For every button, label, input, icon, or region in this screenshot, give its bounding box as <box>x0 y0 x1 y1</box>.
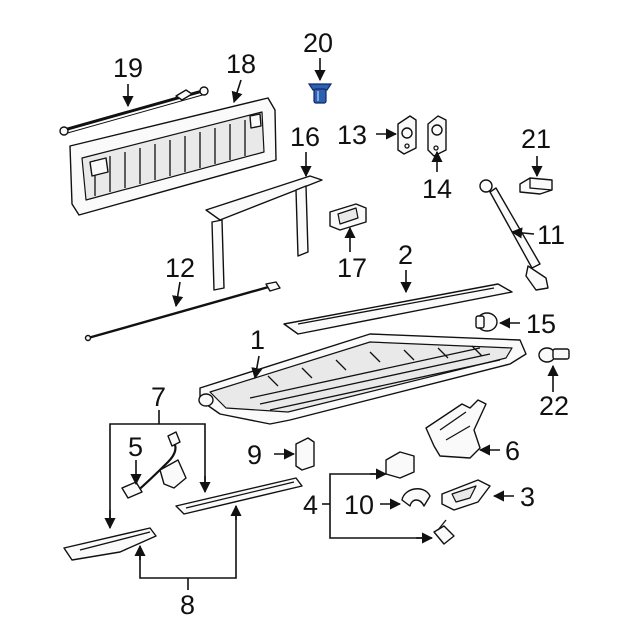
part-8-rod-right <box>175 477 303 515</box>
callout-1: 1 <box>250 325 265 355</box>
part-19-rod <box>59 86 209 136</box>
callout-15: 15 <box>526 309 556 339</box>
part-4-block <box>385 451 415 479</box>
part-22-bolt <box>538 347 570 363</box>
part-3-bezel <box>441 479 491 511</box>
leader-lines <box>104 58 559 590</box>
callout-7: 7 <box>151 382 166 412</box>
callout-3: 3 <box>520 482 535 512</box>
part-2-seal <box>283 283 513 335</box>
callout-22: 22 <box>539 391 569 421</box>
part-12-rod <box>84 281 281 342</box>
part-21-clip <box>519 177 553 195</box>
part-18-tailgate-panel <box>69 97 277 216</box>
callout-11: 11 <box>537 220 565 250</box>
part-15-bumper <box>475 312 498 332</box>
callout-2: 2 <box>398 240 413 270</box>
callout-6: 6 <box>505 436 520 466</box>
callout-10: 10 <box>344 490 374 520</box>
callout-4: 4 <box>303 490 318 520</box>
part-14-hinge <box>427 115 447 157</box>
part-6-latch <box>425 399 487 459</box>
callout-12: 12 <box>165 253 195 283</box>
part-5-cable <box>121 431 187 499</box>
callout-14: 14 <box>422 174 452 204</box>
callout-9: 9 <box>247 440 262 470</box>
callout-8: 8 <box>180 590 195 620</box>
callout-labels: 19 18 20 13 14 21 16 11 17 2 12 15 1 22 … <box>113 28 569 620</box>
part-4-screw <box>433 519 455 545</box>
callout-17: 17 <box>337 253 367 283</box>
callout-18: 18 <box>226 49 256 79</box>
part-10-clip <box>401 488 431 507</box>
callout-5: 5 <box>128 432 143 462</box>
callout-19: 19 <box>113 53 143 83</box>
part-1-tailgate <box>198 333 527 425</box>
part-9-clip <box>295 437 315 471</box>
callout-16: 16 <box>290 122 320 152</box>
callout-20: 20 <box>303 28 333 58</box>
part-17-bracket <box>329 203 367 231</box>
callout-13: 13 <box>337 120 367 150</box>
part-20-clip <box>307 83 333 104</box>
callout-21: 21 <box>521 124 551 154</box>
part-16-support <box>205 175 323 291</box>
part-13-hinge <box>397 115 417 155</box>
part-8-rod-left <box>63 527 157 561</box>
